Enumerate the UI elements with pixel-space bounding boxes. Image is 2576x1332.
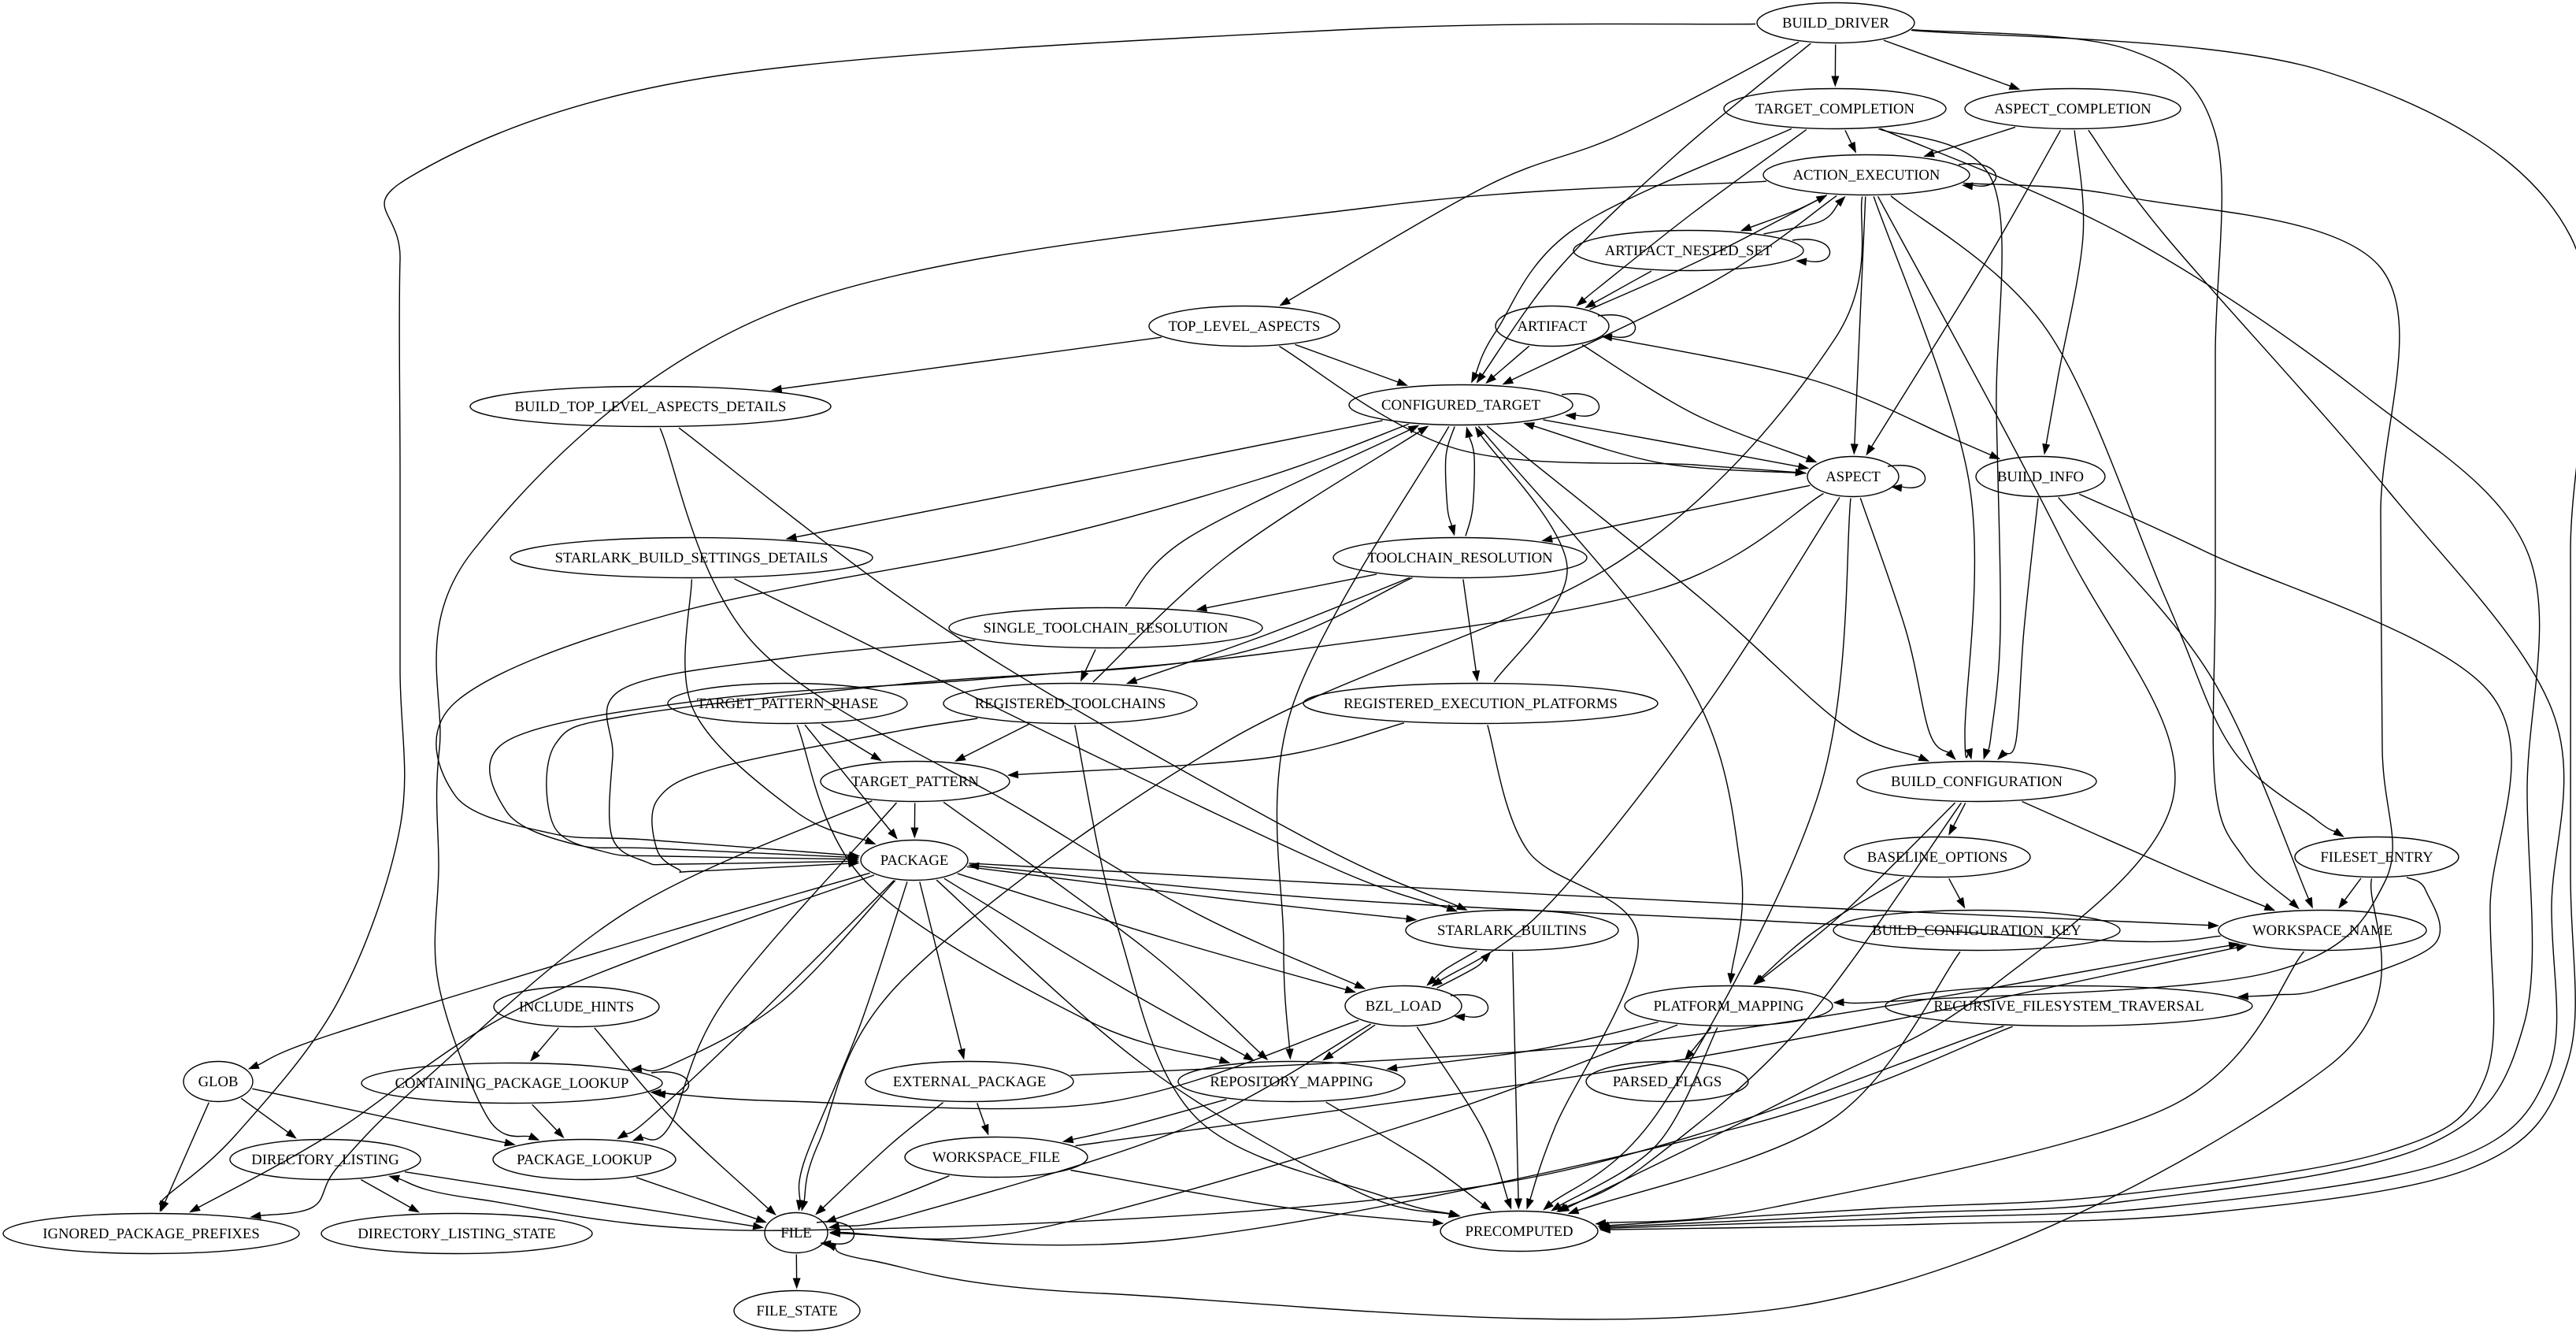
svg-text:PRECOMPUTED: PRECOMPUTED [1465,1223,1573,1240]
svg-text:BUILD_CONFIGURATION: BUILD_CONFIGURATION [1891,774,2063,790]
svg-text:WORKSPACE_NAME: WORKSPACE_NAME [2252,922,2393,939]
svg-text:BUILD_TOP_LEVEL_ASPECTS_DETAIL: BUILD_TOP_LEVEL_ASPECTS_DETAILS [515,399,787,415]
svg-text:REPOSITORY_MAPPING: REPOSITORY_MAPPING [1210,1074,1373,1090]
svg-text:TOOLCHAIN_RESOLUTION: TOOLCHAIN_RESOLUTION [1367,550,1553,566]
svg-text:GLOB: GLOB [198,1074,239,1090]
svg-text:ARTIFACT_NESTED_SET: ARTIFACT_NESTED_SET [1605,243,1773,259]
svg-text:CONFIGURED_TARGET: CONFIGURED_TARGET [1381,397,1541,414]
svg-text:REGISTERED_EXECUTION_PLATFORMS: REGISTERED_EXECUTION_PLATFORMS [1344,696,1618,712]
svg-text:CONTAINING_PACKAGE_LOOKUP: CONTAINING_PACKAGE_LOOKUP [395,1075,629,1092]
svg-text:SINGLE_TOOLCHAIN_RESOLUTION: SINGLE_TOOLCHAIN_RESOLUTION [983,620,1229,636]
svg-text:BZL_LOAD: BZL_LOAD [1366,998,1442,1015]
svg-text:PARSED_FLAGS: PARSED_FLAGS [1613,1074,1722,1090]
svg-text:ASPECT_COMPLETION: ASPECT_COMPLETION [1994,101,2152,117]
svg-text:ARTIFACT: ARTIFACT [1518,318,1588,335]
svg-text:BASELINE_OPTIONS: BASELINE_OPTIONS [1867,849,2008,866]
svg-text:FILE: FILE [780,1225,811,1241]
svg-text:PACKAGE_LOOKUP: PACKAGE_LOOKUP [517,1152,652,1168]
svg-text:BUILD_INFO: BUILD_INFO [1997,469,2084,485]
svg-text:FILESET_ENTRY: FILESET_ENTRY [2320,849,2433,866]
svg-text:TARGET_COMPLETION: TARGET_COMPLETION [1755,101,1914,117]
svg-text:PACKAGE: PACKAGE [880,852,949,869]
svg-text:STARLARK_BUILTINS: STARLARK_BUILTINS [1437,922,1587,939]
svg-text:REGISTERED_TOOLCHAINS: REGISTERED_TOOLCHAINS [975,696,1166,712]
svg-text:TARGET_PATTERN: TARGET_PATTERN [851,774,979,790]
svg-text:EXTERNAL_PACKAGE: EXTERNAL_PACKAGE [893,1074,1047,1090]
svg-text:WORKSPACE_FILE: WORKSPACE_FILE [932,1149,1060,1166]
svg-text:STARLARK_BUILD_SETTINGS_DETAIL: STARLARK_BUILD_SETTINGS_DETAILS [555,550,828,566]
svg-text:INCLUDE_HINTS: INCLUDE_HINTS [519,999,634,1015]
svg-text:FILE_STATE: FILE_STATE [756,1303,837,1319]
svg-text:IGNORED_PACKAGE_PREFIXES: IGNORED_PACKAGE_PREFIXES [43,1226,260,1242]
svg-text:BUILD_DRIVER: BUILD_DRIVER [1782,15,1890,32]
svg-text:BUILD_CONFIGURATION_KEY: BUILD_CONFIGURATION_KEY [1872,922,2081,939]
svg-text:ASPECT: ASPECT [1825,469,1881,485]
svg-text:DIRECTORY_LISTING_STATE: DIRECTORY_LISTING_STATE [358,1226,555,1242]
svg-text:ACTION_EXECUTION: ACTION_EXECUTION [1793,167,1940,184]
svg-text:TOP_LEVEL_ASPECTS: TOP_LEVEL_ASPECTS [1169,318,1321,335]
svg-text:PLATFORM_MAPPING: PLATFORM_MAPPING [1653,998,1803,1015]
svg-text:TARGET_PATTERN_PHASE: TARGET_PATTERN_PHASE [697,696,878,712]
svg-text:DIRECTORY_LISTING: DIRECTORY_LISTING [251,1152,399,1168]
svg-text:RECURSIVE_FILESYSTEM_TRAVERSAL: RECURSIVE_FILESYSTEM_TRAVERSAL [1933,998,2203,1015]
